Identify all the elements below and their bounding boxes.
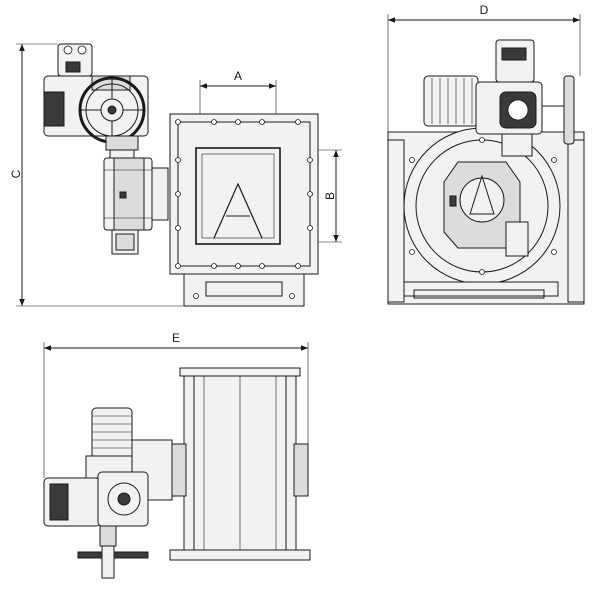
bottom-plan-view [43, 367, 311, 579]
cooling-fins [431, 78, 473, 124]
cooling-fins-bottom [92, 415, 132, 449]
side-view-actuator [43, 43, 169, 255]
dimension-c-label: C [9, 169, 23, 178]
dimension-c: C [9, 43, 184, 307]
dimension-e-label: E [172, 331, 180, 345]
dimension-a-label: A [234, 69, 242, 83]
right-side-view [387, 39, 585, 305]
dimension-b: B [318, 149, 342, 243]
dimension-d: D [387, 3, 581, 132]
dimension-a: A [199, 69, 277, 114]
dimension-d-label: D [480, 3, 489, 17]
front-flange-view [169, 113, 319, 307]
flange-bolt-holes [175, 119, 313, 269]
dimension-b-label: B [323, 192, 337, 200]
dimension-e: E [43, 331, 309, 478]
